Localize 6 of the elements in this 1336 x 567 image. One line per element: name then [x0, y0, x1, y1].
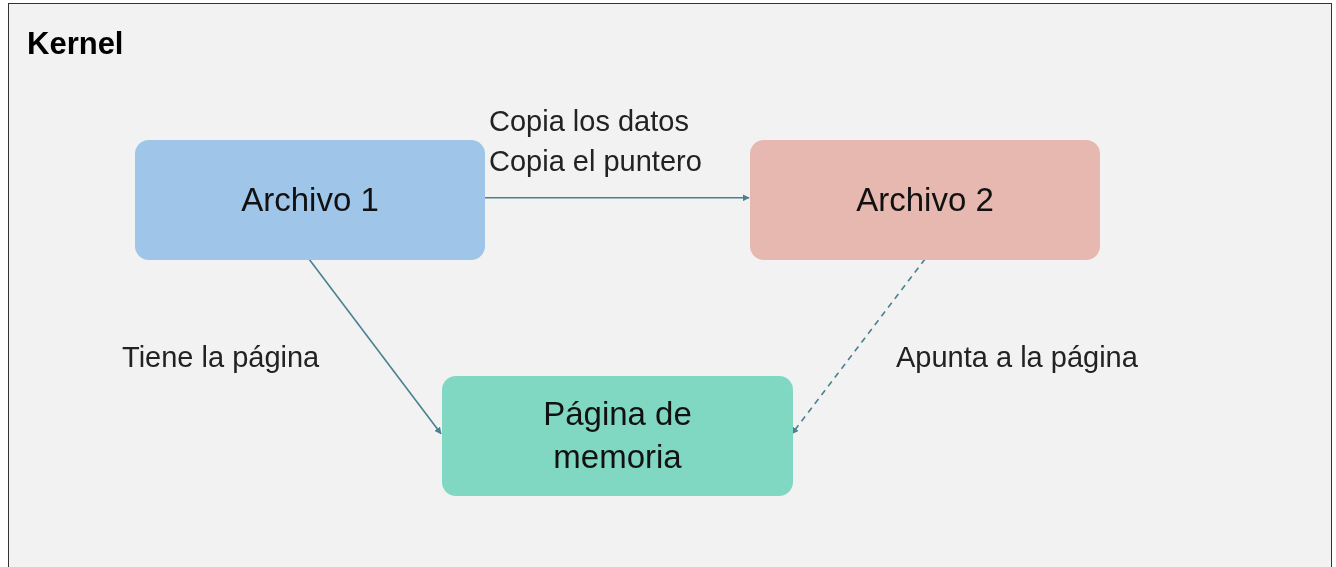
process-box: Archivo 1 — [135, 140, 485, 260]
kernel-panel — [8, 3, 1332, 567]
process-box: Página de memoria — [442, 376, 793, 496]
arrow — [307, 257, 442, 435]
process-box: Archivo 2 — [750, 140, 1100, 260]
panel-title: Kernel — [27, 26, 124, 62]
